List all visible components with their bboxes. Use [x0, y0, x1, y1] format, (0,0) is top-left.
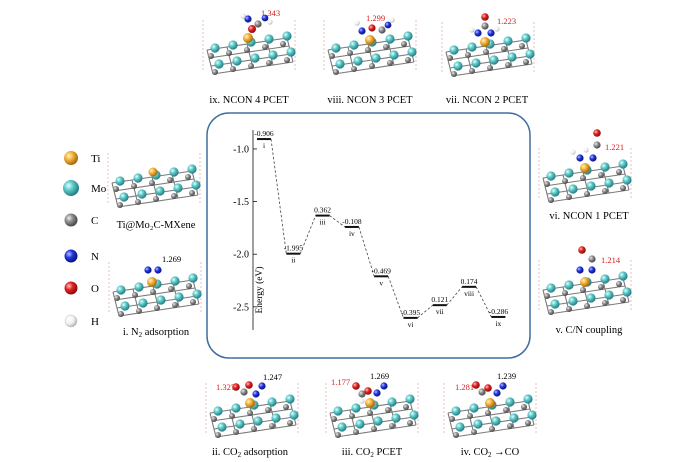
energy-value-ix: -0.286	[489, 307, 509, 316]
caption-vi: vi. NCON 1 PCET	[549, 211, 629, 222]
energy-value-iii: 0.362	[314, 206, 331, 215]
step-label-ix: ix	[495, 319, 501, 328]
structure-i: 1.269 i. N2 adsorption	[108, 254, 203, 339]
connector-line	[299, 215, 316, 254]
o-atom-icon	[64, 281, 78, 295]
structure-v: 1.214 v. C/N coupling	[538, 246, 633, 336]
caption-ix: ix. NCON 4 PCET	[209, 95, 289, 106]
bond-length-ii-a: 1.327	[216, 382, 235, 392]
step-label-vi: vi	[408, 320, 414, 329]
connector-line	[446, 286, 463, 306]
caption-viii: viii. NCON 3 PCET	[327, 95, 413, 106]
bond-length-ix: 1.343	[261, 8, 280, 18]
catalyst-label: Ti@Mo₂C-MXene	[117, 220, 196, 231]
step-label-i: i	[263, 141, 265, 150]
caption-vii: vii. NCON 2 PCET	[446, 95, 529, 106]
y-axis-label: Energy (eV)	[254, 266, 265, 313]
structure-vi: 1.221 vi. NCON 1 PCET	[538, 129, 633, 222]
bond-length-vi: 1.221	[605, 142, 624, 152]
legend-label-c: C	[91, 215, 98, 227]
connector-line	[387, 276, 404, 319]
catalyst-structure: Ti@Mo₂C-MXene	[107, 152, 202, 231]
bond-length-vii: 1.223	[497, 16, 516, 26]
legend-label-h: H	[91, 316, 99, 328]
energy-value-v: -0.469	[372, 266, 392, 275]
energy-diagram: -1.0 -1.5 -2.0 -2.5 Energy (eV) -0.906 i -1.995…	[233, 129, 508, 330]
step-label-iii: iii	[319, 218, 325, 227]
structure-iv: 1.281 1.239 iv. CO2 →CO	[443, 371, 538, 459]
legend-label-n: N	[91, 251, 99, 263]
bond-length-iii-a: 1.177	[331, 377, 350, 387]
bond-length-iv-b: 1.239	[497, 371, 516, 381]
energy-value-vi: -0.395	[401, 308, 421, 317]
step-label-iv: iv	[349, 229, 355, 238]
bond-length-v: 1.214	[601, 255, 621, 265]
mo-atom-icon	[63, 180, 79, 196]
structure-ii: 1.327 1.247 ii. CO2 adsorption	[205, 372, 300, 459]
bond-length-iv-a: 1.281	[455, 382, 474, 392]
legend-label-o: O	[91, 283, 99, 295]
legend-label-ti: Ti	[91, 153, 100, 165]
c-atom-icon	[64, 213, 78, 227]
connector-line	[417, 304, 434, 319]
energy-value-ii: -1.995	[284, 244, 304, 253]
caption-v: v. C/N coupling	[556, 325, 623, 336]
y-tick-label: -2.0	[233, 250, 249, 261]
connector-line	[475, 286, 492, 318]
caption-iv: iv. CO2 →CO	[461, 447, 520, 459]
step-label-viii: viii	[464, 289, 474, 298]
connector-line	[270, 138, 287, 254]
energy-profile-panel	[206, 112, 531, 359]
bond-length-iii-b: 1.269	[370, 371, 389, 381]
structure-viii: 1.299 viii. NCON 3 PCET	[323, 13, 418, 106]
ti-atom-icon	[64, 151, 78, 165]
legend-label-mo: Mo	[91, 183, 107, 195]
caption-i: i. N2 adsorption	[123, 327, 190, 339]
structure-vii: 1.223 vii. NCON 2 PCET	[441, 13, 536, 106]
structure-ix: 1.343 ix. NCON 4 PCET	[202, 8, 297, 106]
caption-iii: iii. CO2 PCET	[342, 447, 403, 459]
n-atom-icon	[64, 249, 78, 263]
step-label-ii: ii	[291, 256, 295, 265]
y-tick-label: -2.5	[233, 302, 249, 313]
bond-length-ii-b: 1.247	[263, 372, 282, 382]
energy-value-iv: -0.108	[342, 217, 362, 226]
energy-value-viii: 0.174	[461, 277, 478, 286]
connector-line	[329, 215, 346, 228]
step-label-vii: vii	[436, 307, 444, 316]
h-atom-icon	[64, 314, 78, 328]
y-tick-label: -1.5	[233, 197, 249, 208]
energy-value-i: -0.906	[254, 129, 274, 138]
energy-value-vii: 0.121	[431, 295, 448, 304]
structure-iii: 1.177 1.269 iii. CO2 PCET	[325, 371, 420, 459]
caption-ii: ii. CO2 adsorption	[212, 447, 289, 459]
step-label-v: v	[379, 278, 383, 287]
bond-length-viii: 1.299	[366, 13, 385, 23]
y-tick-label: -1.0	[233, 144, 249, 155]
atom-legend: Ti Mo C N O H	[63, 151, 107, 328]
bond-length-i: 1.269	[162, 254, 181, 264]
